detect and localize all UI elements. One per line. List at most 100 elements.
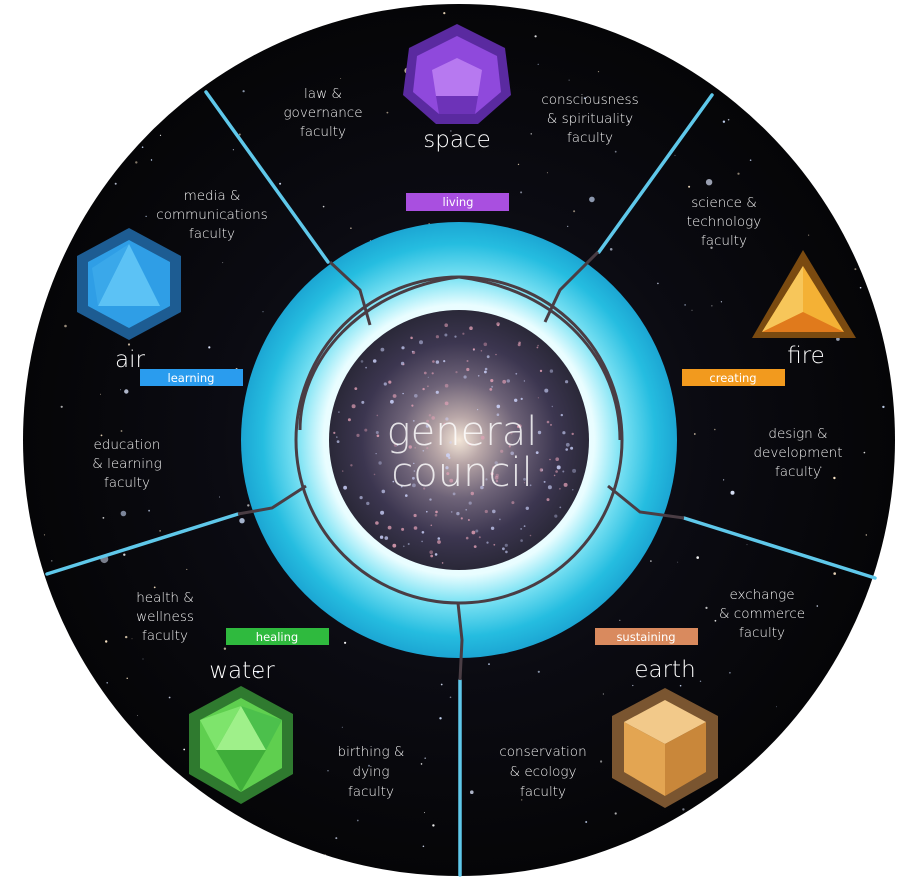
galaxy-speck <box>495 354 496 355</box>
galaxy-speck <box>544 389 548 393</box>
star <box>340 78 341 79</box>
galaxy-speck <box>559 507 561 509</box>
star <box>696 556 699 559</box>
star <box>812 96 813 97</box>
star <box>103 517 105 519</box>
star <box>650 560 651 561</box>
galaxy-speck <box>479 536 481 538</box>
galaxy-speck <box>343 486 347 490</box>
star <box>767 31 769 33</box>
star <box>740 863 741 864</box>
galaxy-speck <box>430 555 433 558</box>
galaxy-speck <box>467 360 469 362</box>
star <box>892 818 894 820</box>
star <box>387 112 389 114</box>
star <box>424 812 425 813</box>
galaxy-speck <box>502 547 505 550</box>
galaxy-speck <box>485 368 488 371</box>
star <box>825 106 827 108</box>
star <box>817 605 819 607</box>
svg-text:technology: technology <box>687 214 762 230</box>
galaxy-speck <box>484 343 488 347</box>
galaxy-speck <box>524 380 525 381</box>
galaxy-speck <box>429 498 431 500</box>
star <box>567 226 568 227</box>
galaxy-speck <box>422 531 425 534</box>
star <box>589 197 595 203</box>
galaxy-speck <box>562 471 564 473</box>
star <box>99 70 100 71</box>
galaxy-speck <box>521 398 523 400</box>
star <box>731 491 735 495</box>
star <box>846 710 847 711</box>
star <box>706 179 712 185</box>
star <box>25 317 27 319</box>
star <box>615 151 617 153</box>
galaxy-speck <box>401 346 404 349</box>
star <box>723 479 724 480</box>
star <box>142 146 144 148</box>
star <box>256 6 257 7</box>
star <box>219 497 220 498</box>
galaxy-speck <box>499 519 501 521</box>
star <box>128 343 130 345</box>
galaxy-speck <box>377 435 380 438</box>
star <box>111 18 113 20</box>
galaxy-speck <box>432 360 435 363</box>
star <box>535 35 537 37</box>
star <box>842 848 843 849</box>
star <box>714 429 716 431</box>
galaxy-speck <box>426 511 428 513</box>
galaxy-speck <box>337 440 340 443</box>
galaxy-speck <box>352 404 356 408</box>
galaxy-speck <box>403 363 405 365</box>
galaxy-speck <box>373 359 377 363</box>
svg-text:media &: media & <box>184 188 241 204</box>
galaxy-speck <box>555 470 558 473</box>
galaxy-speck <box>424 372 427 375</box>
star <box>721 301 722 302</box>
galaxy-speck <box>442 562 444 564</box>
galaxy-speck <box>565 448 568 451</box>
star <box>125 786 127 788</box>
galaxy-speck <box>537 345 539 347</box>
star <box>712 800 715 803</box>
star <box>866 534 867 535</box>
star <box>645 863 646 864</box>
star <box>833 477 835 479</box>
galaxy-speck <box>419 340 423 344</box>
galaxy-speck <box>336 436 338 438</box>
galaxy-speck <box>382 490 386 494</box>
galaxy-speck <box>402 393 403 394</box>
galaxy-speck <box>566 443 570 447</box>
star <box>675 155 676 156</box>
star <box>547 172 548 173</box>
element-label-earth: earth <box>634 657 695 683</box>
svg-text:faculty: faculty <box>104 475 150 491</box>
star <box>39 727 41 729</box>
star <box>603 694 604 695</box>
galaxy-speck <box>435 511 438 514</box>
svg-text:creating: creating <box>709 371 756 385</box>
galaxy-speck <box>547 421 550 424</box>
galaxy-speck <box>474 545 477 548</box>
svg-text:faculty: faculty <box>189 226 235 242</box>
galaxy-speck <box>445 384 449 388</box>
galaxy-speck <box>361 401 364 404</box>
star <box>58 59 64 65</box>
star <box>137 15 139 17</box>
element-label-water: water <box>209 658 275 684</box>
star <box>159 530 161 532</box>
star <box>128 760 129 761</box>
galaxy-speck <box>378 461 381 464</box>
galaxy-speck <box>549 459 551 461</box>
svg-text:education: education <box>94 437 161 453</box>
star <box>682 808 684 810</box>
galaxy-speck <box>438 537 441 540</box>
star <box>250 21 252 23</box>
galaxy-speck <box>493 544 495 546</box>
galaxy-speck <box>427 385 429 387</box>
galaxy-speck <box>572 489 573 490</box>
svg-text:communications: communications <box>156 207 267 223</box>
galaxy-speck <box>520 539 523 542</box>
